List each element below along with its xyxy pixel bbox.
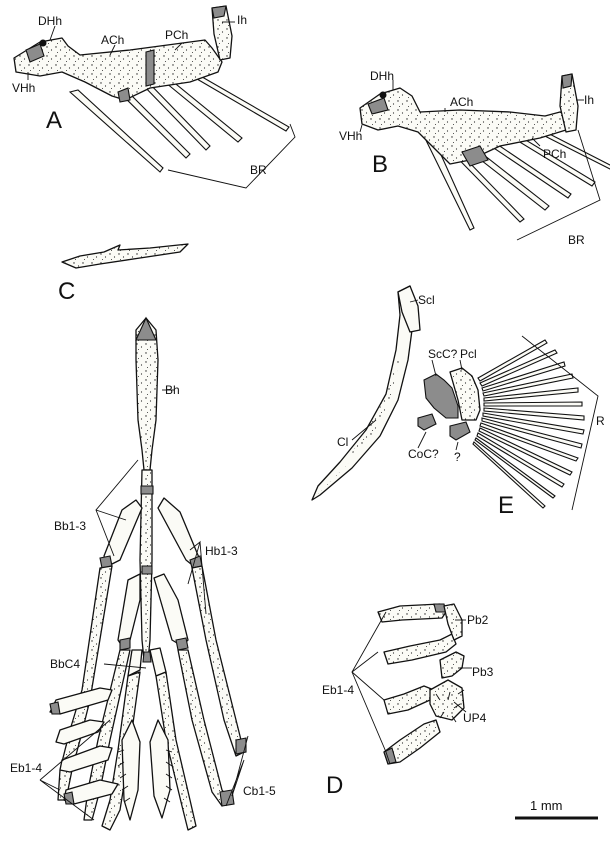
panel-e-label-q: ? — [454, 450, 461, 464]
panel-f-label-bbc4: BbC4 — [50, 657, 80, 671]
panel-d-label-pb3: Pb3 — [472, 665, 494, 679]
panel-e-label-r: R — [596, 414, 605, 428]
panel-b-label-pch: PCh — [543, 147, 566, 161]
panel-e-unknown-element — [449, 421, 471, 441]
panel-a-label-br: BR — [250, 163, 267, 177]
panel-e-label-scc: ScC? — [428, 347, 458, 361]
panel-a-label-ach: ACh — [101, 33, 124, 47]
panel-a-rays — [68, 69, 290, 173]
panel-e-coracoid-cartilage — [417, 413, 437, 431]
panel-d-letter: D — [326, 772, 343, 799]
panel-f-hypobranchials — [99, 497, 203, 677]
panel-f-label-cb: Cb1-5 — [243, 784, 276, 798]
panel-f-ceratobranchials — [57, 565, 247, 831]
panel-e-label-pcl: Pcl — [460, 347, 477, 361]
panel-f-tooth-plates — [117, 719, 173, 821]
panel-e-supracleithrum — [397, 285, 421, 333]
panel-f: Bh Bb1-3 Hb1-3 BbC4 Eb1-4 Cb1-5 — [10, 316, 276, 831]
panel-e-ray-bracket — [521, 335, 599, 511]
panel-f-label-eb: Eb1-4 — [10, 761, 42, 775]
panel-d-teeth — [435, 689, 465, 723]
panel-b-letter: B — [372, 151, 388, 178]
panel-b-label-ih: Ih — [584, 93, 594, 107]
panel-e: Scl ScC? Pcl R Cl CoC? ? E — [311, 285, 605, 519]
panel-d-label-eb: Eb1-4 — [322, 683, 354, 697]
panel-e-label-scl: Scl — [418, 293, 435, 307]
panel-b-label-dhh: DHh — [370, 69, 394, 83]
scale-bar-label: 1 mm — [530, 798, 563, 813]
panel-e-cleithrum — [311, 285, 415, 501]
panel-a-letter: A — [46, 107, 62, 134]
panel-f-label-bh: Bh — [165, 383, 180, 397]
panel-e-letter: E — [498, 492, 514, 519]
panel-e-label-coc: CoC? — [408, 447, 439, 461]
panel-e-fin-rays — [472, 339, 585, 509]
panel-f-label-hb: Hb1-3 — [205, 544, 238, 558]
panel-a-label-vhh: VHh — [12, 81, 35, 95]
panel-d-label-up4: UP4 — [463, 711, 487, 725]
panel-b-label-ach: ACh — [450, 95, 473, 109]
panel-b: DHh ACh Ih VHh PCh BR B — [339, 69, 610, 247]
panel-b-label-br: BR — [568, 233, 585, 247]
panel-d: Pb2 Pb3 Eb1-4 UP4 D — [322, 603, 494, 799]
panel-b-label-vhh: VHh — [339, 129, 362, 143]
panel-a: DHh ACh PCh Ih VHh BR A — [12, 5, 296, 189]
panel-c: C — [58, 243, 189, 305]
panel-a-label-ih: Ih — [237, 13, 247, 27]
panel-d-label-pb2: Pb2 — [467, 613, 489, 627]
panel-a-label-pch: PCh — [165, 28, 188, 42]
panel-c-letter: C — [58, 278, 75, 305]
panel-e-label-cl: Cl — [337, 435, 348, 449]
panel-a-label-dhh: DHh — [38, 14, 62, 28]
scale-bar: 1 mm — [515, 798, 598, 820]
panel-f-epibranchials — [49, 687, 119, 805]
panel-f-label-bb: Bb1-3 — [54, 519, 86, 533]
panel-e-scapular-cartilage — [423, 373, 459, 419]
